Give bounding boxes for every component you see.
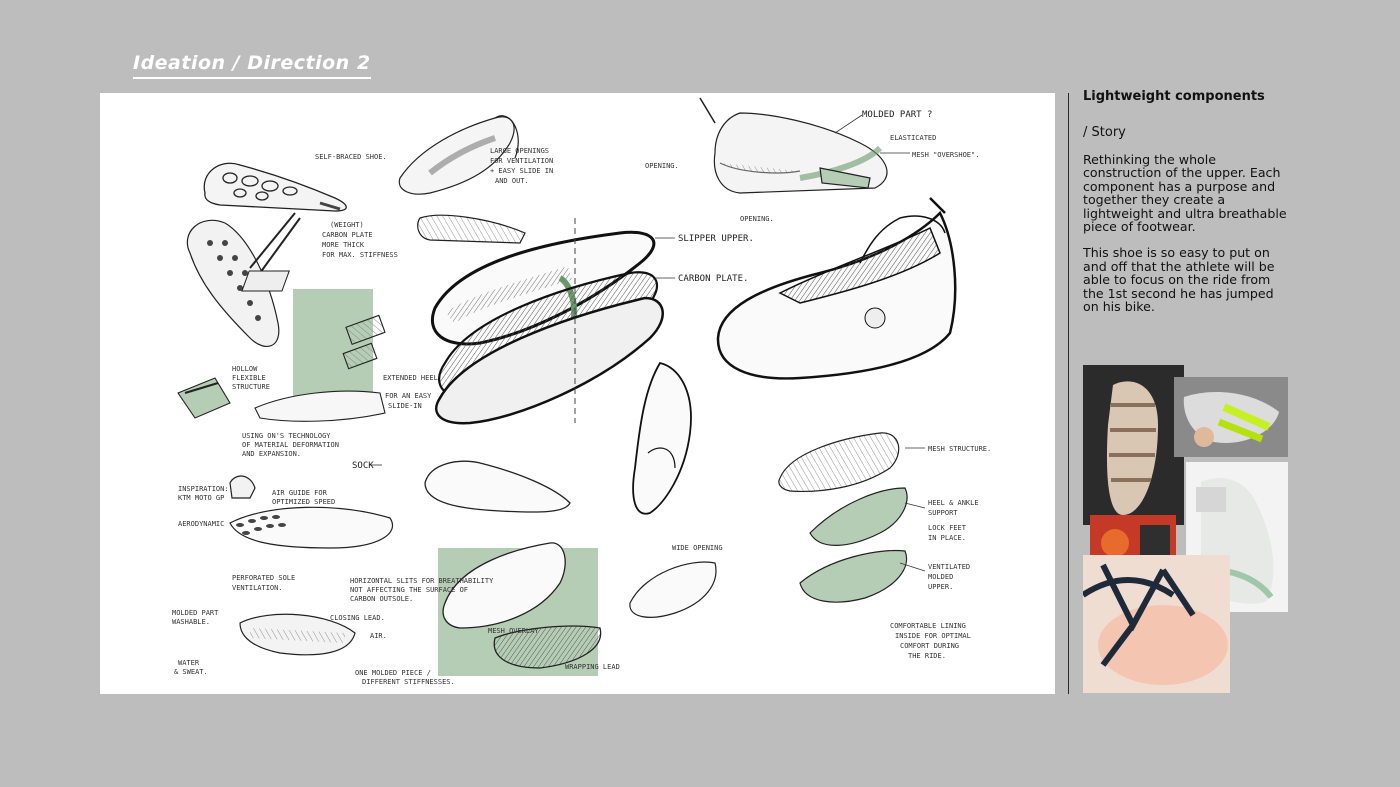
annotation-weight: (WEIGHT): [330, 221, 364, 229]
annotation-and-expansion: AND EXPANSION.: [242, 450, 301, 458]
reference-photo-lattice-bowl: [1083, 555, 1230, 693]
annotation-sweat: & SWEAT.: [174, 668, 208, 676]
annotation-comfortable: COMFORTABLE LINING: [890, 622, 966, 630]
annotation-in-place: IN PLACE.: [928, 534, 966, 542]
annotation-molded-part: MOLDED PART ?: [862, 110, 932, 120]
column-divider: [1068, 93, 1069, 694]
annotation-hollow: HOLLOW: [232, 365, 258, 373]
annotation-slipper-upper: SLIPPER UPPER.: [678, 234, 754, 244]
annotation-and-out: AND OUT.: [495, 177, 529, 185]
sidebar-heading: Lightweight components: [1083, 89, 1265, 104]
annotation-slide-in: SLIDE-IN: [388, 402, 422, 410]
annotation-not-affecting: NOT AFFECTING THE SURFACE OF: [350, 586, 468, 594]
annotation-air: AIR.: [370, 632, 387, 640]
annotation-comfort: COMFORT DURING: [900, 642, 959, 650]
shoe-exploded-sketch-icon: SLIPPER UPPER. CARBON PLATE. MOLDED PART…: [172, 97, 991, 686]
annotation-closing-lead: CLOSING LEAD.: [330, 614, 385, 622]
annotation-large-openings: LARGE OPENINGS: [490, 147, 549, 155]
annotation-wide-opening: WIDE OPENING: [672, 544, 723, 552]
story-paragraph-1: Rethinking the whole construction of the…: [1083, 152, 1287, 235]
sidebar-subheading: / Story: [1083, 125, 1126, 140]
annotation-the-ride: THE RIDE.: [908, 652, 946, 660]
annotation-different: DIFFERENT STIFFNESSES.: [362, 678, 455, 686]
annotation-for-max: FOR MAX. STIFFNESS: [322, 251, 398, 259]
annotation-horizontal: HORIZONTAL SLITS FOR BREATHABILITY: [350, 577, 494, 585]
annotation-inspiration: INSPIRATION:: [178, 485, 229, 493]
story-text: Rethinking the whole construction of the…: [1083, 153, 1293, 326]
annotation-mesh-overlay: MESH OVERLAY: [488, 627, 539, 635]
annotation-mesh-structure: MESH STRUCTURE.: [928, 445, 991, 453]
annotation-water: WATER: [178, 659, 200, 667]
lattice-shoe-photo-icon: [1083, 365, 1184, 525]
annotation-structure: STRUCTURE: [232, 383, 270, 391]
story-paragraph-2: This shoe is so easy to put on and off t…: [1083, 245, 1275, 315]
annotation-mesh-overshoe: MESH "OVERSHOE".: [912, 151, 979, 159]
annotation-carbon-plate: CARBON PLATE.: [678, 274, 748, 284]
annotation-one-molded: ONE MOLDED PIECE /: [355, 669, 431, 677]
annotation-of-material: OF MATERIAL DEFORMATION: [242, 441, 339, 449]
annotation-sock: SOCK: [352, 461, 374, 471]
annotation-opening: OPENING.: [645, 162, 679, 170]
annotation-air-guide: AIR GUIDE FOR: [272, 489, 328, 497]
lattice-structure-photo-icon: [1083, 555, 1230, 693]
annotation-molded: MOLDED: [928, 573, 953, 581]
annotation-self-braced: SELF-BRACED SHOE.: [315, 153, 387, 161]
annotation-easy-slide: + EASY SLIDE IN: [490, 167, 553, 175]
annotation-more-thick: MORE THICK: [322, 241, 365, 249]
page-title: Ideation / Direction 2: [133, 52, 371, 79]
annotation-ventilation: VENTILATION.: [232, 584, 283, 592]
annotation-using-on: USING ON'S TECHNOLOGY: [242, 432, 331, 440]
annotation-heel-ankle: HEEL & ANKLE: [928, 499, 979, 507]
annotation-carbon-outsole: CARBON OUTSOLE.: [350, 595, 413, 603]
annotation-for-ventilation: FOR VENTILATION: [490, 157, 553, 165]
annotation-washable: WASHABLE.: [172, 618, 210, 626]
annotation-inside: INSIDE FOR OPTIMAL: [895, 632, 971, 640]
annotation-aerodynamic: AERODYNAMIC: [178, 520, 224, 528]
annotation-extended-heel: EXTENDED HEEL: [383, 374, 438, 382]
reference-photo-neon-shoe: [1174, 377, 1288, 457]
annotation-for-an-easy: FOR AN EASY: [385, 392, 432, 400]
annotation-ventilated: VENTILATED: [928, 563, 970, 571]
annotation-wrapping-lead: WRAPPING LEAD: [565, 663, 620, 671]
annotation-carbon-plate-small: CARBON PLATE: [322, 231, 373, 239]
neon-shoe-photo-icon: [1174, 377, 1288, 457]
annotation-optimized: OPTIMIZED SPEED: [272, 498, 335, 506]
annotation-elasticated: ELASTICATED: [890, 134, 936, 142]
annotation-ktm: KTM MOTO GP: [178, 494, 224, 502]
annotation-upper: UPPER.: [928, 583, 953, 591]
annotation-molded-part-2: MOLDED PART: [172, 609, 219, 617]
annotation-perforated: PERFORATED SOLE: [232, 574, 295, 582]
annotation-opening-2: OPENING.: [740, 215, 774, 223]
annotation-lock-feet: LOCK FEET: [928, 524, 967, 532]
annotation-support: SUPPORT: [928, 509, 958, 517]
annotation-flexible: FLEXIBLE: [232, 374, 266, 382]
sketch-board: SLIPPER UPPER. CARBON PLATE. MOLDED PART…: [100, 93, 1055, 694]
reference-photo-lattice-shoe: [1083, 365, 1184, 525]
